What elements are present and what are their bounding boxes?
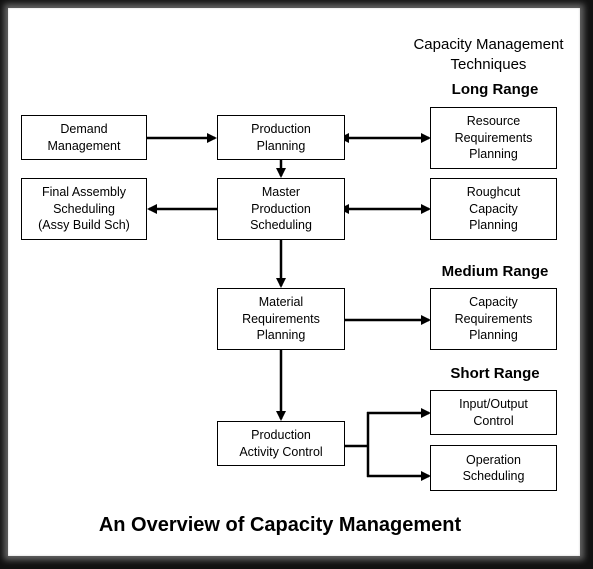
capacity-requirements-planning-box: Capacity Requirements Planning xyxy=(430,288,557,350)
final-assembly-scheduling-box: Final Assembly Scheduling (Assy Build Sc… xyxy=(21,178,147,240)
material-requirements-planning-box: Material Requirements Planning xyxy=(217,288,345,350)
production-activity-control-box: Production Activity Control xyxy=(217,421,345,466)
demand-management-box: Demand Management xyxy=(21,115,147,160)
roughcut-capacity-planning-box: Roughcut Capacity Planning xyxy=(430,178,557,240)
input-output-control-box: Input/Output Control xyxy=(430,390,557,435)
techniques-heading: Capacity Management Techniques xyxy=(413,36,564,73)
medium-range-label: Medium Range xyxy=(441,263,549,280)
resource-requirements-planning-box: Resource Requirements Planning xyxy=(430,107,557,169)
long-range-label: Long Range xyxy=(451,81,539,98)
master-production-scheduling-box: Master Production Scheduling xyxy=(217,178,345,240)
diagram-caption: An Overview of Capacity Management xyxy=(98,514,462,536)
operation-scheduling-box: Operation Scheduling xyxy=(430,445,557,491)
short-range-label: Short Range xyxy=(450,365,540,382)
production-planning-box: Production Planning xyxy=(217,115,345,160)
